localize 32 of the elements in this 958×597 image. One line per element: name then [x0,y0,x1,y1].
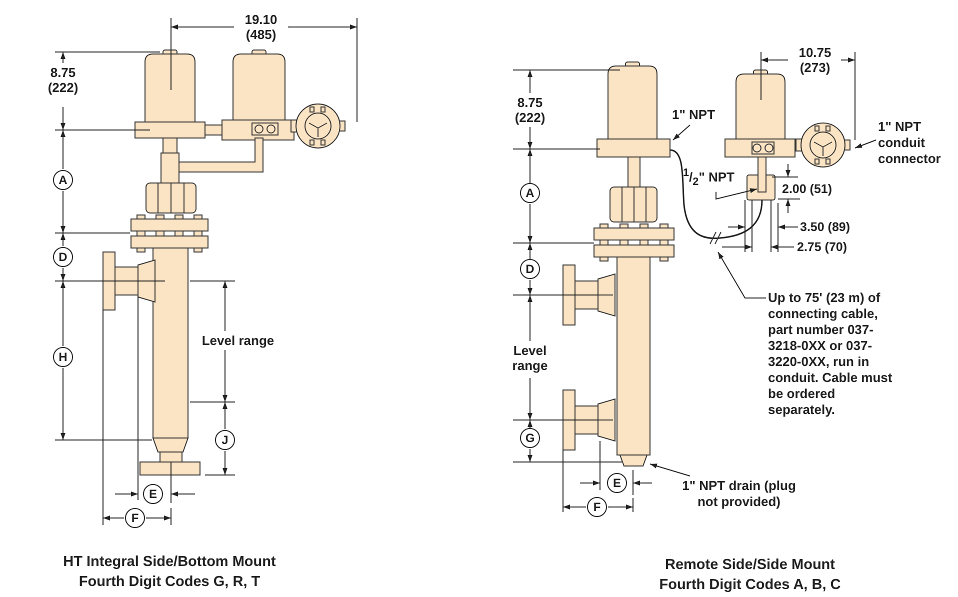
callout-text: 1" NPT drain (plug not provided) [672,478,806,510]
dimension-text: 3.50 (89) [800,220,850,234]
dimension-text: 10.75 (273) [798,45,832,75]
dimension-callout: J [215,430,235,450]
dimension-text: 8.75 (222) [46,65,80,95]
dimension-callout: F [587,497,607,517]
dimension-text: Level range [511,343,549,373]
leader-line [716,188,758,200]
callout-text: 1" NPT conduit connector [878,119,958,167]
dimension-text: 19.10 (485) [244,12,278,42]
leader-line [854,140,876,148]
dimension-text: Level range [200,333,276,348]
figure-caption: Remote Side/Side Mount Fourth Digit Codes A, B, C [658,556,842,595]
dimension-callout: E [607,473,627,493]
leader-line [650,464,690,476]
dimension-callout: A [520,183,540,203]
leader-line [718,252,766,298]
dimension-callout: G [520,428,540,448]
dimension-callout: A [53,170,73,190]
dimension-text: 2.75 (70) [797,240,848,254]
dimension-callout: H [53,347,73,367]
dimension-text: 8.75 (222) [514,95,546,125]
callout-text: $^{1}$/$_{2}$" NPT [683,165,734,190]
leader-line [672,124,690,140]
callout-text: Up to 75' (23 m) of connecting cable, part number 037-3218-0XX or 037-3220-0XX, run in conduit. Cable must be ordered separately. [768,290,896,418]
dimension-callout: E [143,484,163,504]
callout-text: 1" NPT [672,107,716,123]
figure-caption: HT Integral Side/Bottom Mount Fourth Digit Codes G, R, T [62,553,277,592]
dimension-callout: D [53,247,73,267]
dimension-callout: D [520,259,540,279]
dimension-text: 2.00 (51) [782,182,832,196]
dimension-callout: F [125,508,145,528]
